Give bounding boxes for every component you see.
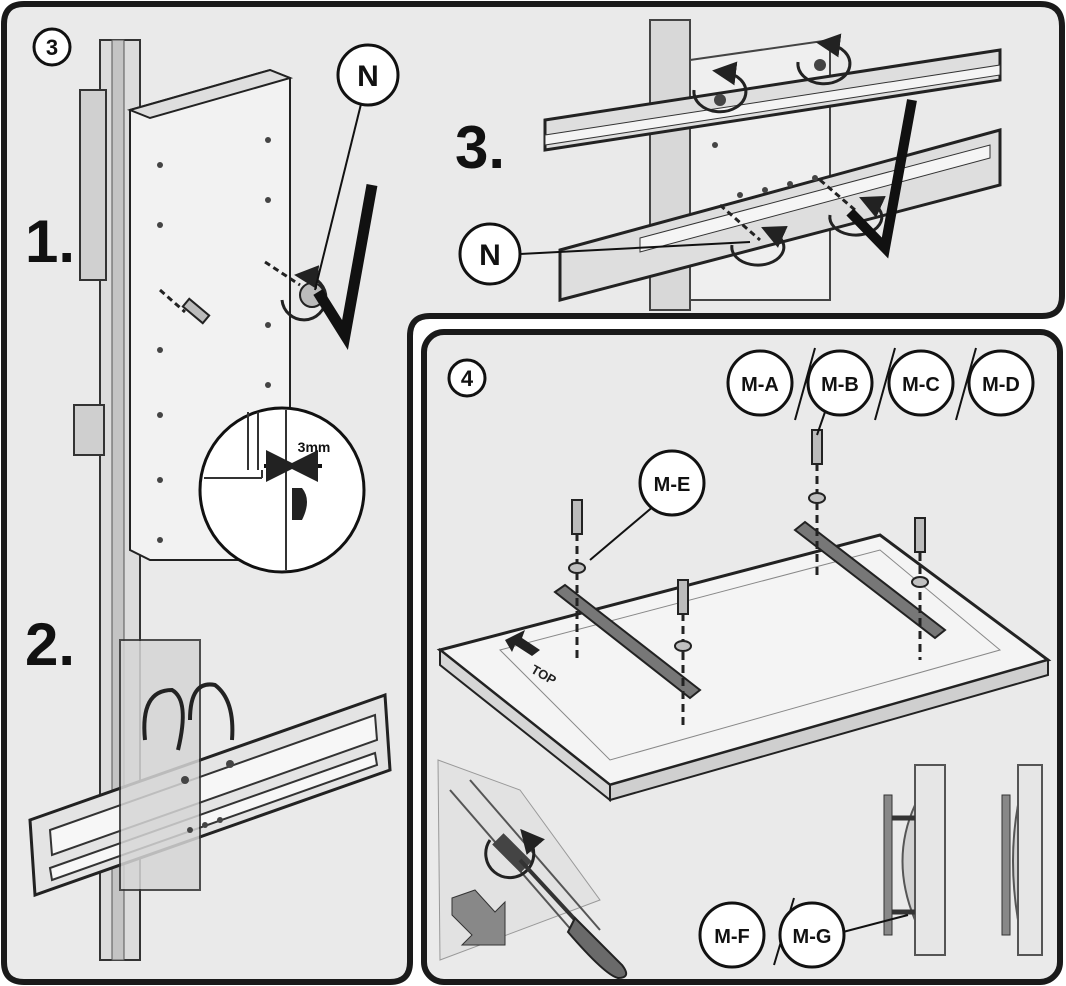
- gap-measurement: 3mm: [298, 439, 331, 455]
- sub-step-3-label: 3.: [455, 114, 505, 181]
- rotate-arrow-icon: [730, 226, 788, 267]
- bolt-label-c: M-C: [902, 374, 940, 396]
- bolt-labels: M-A M-B M-C M-D: [726, 347, 1035, 436]
- allen-key-icon: [313, 184, 378, 350]
- washer-label: M-E: [654, 474, 691, 496]
- step-4-circle: [447, 358, 487, 398]
- tv-bracket-left: [553, 583, 702, 700]
- rotate-arrow-icon: [142, 687, 185, 751]
- rotate-arrow-icon: [188, 682, 235, 741]
- step-3-circle: [32, 27, 72, 67]
- sub-step-2-label: 2.: [25, 611, 75, 678]
- washer-label-badge: [638, 449, 706, 517]
- side-profile-views: [883, 764, 1043, 956]
- direction-arrow-icon: [505, 630, 540, 656]
- part-label-n: N: [357, 60, 379, 93]
- sub-step-3-illustration: N: [458, 19, 1002, 311]
- spacer-label-badge-f: [698, 901, 766, 969]
- spacer-label-g: M-G: [793, 926, 832, 948]
- part-label-n-badge-2: [458, 222, 522, 286]
- part-label-n-badge: [336, 43, 400, 107]
- part-label-n-2: N: [479, 239, 501, 272]
- bolt-label-b: M-B: [821, 374, 859, 396]
- panel-step-4: 4 TOP: [421, 329, 1063, 985]
- gap-detail-view: 3mm: [198, 406, 366, 574]
- screw-left: [159, 288, 211, 325]
- step-3-number: 3: [46, 35, 58, 60]
- bolt-label-badge-b: [806, 349, 874, 417]
- step-4-number: 4: [461, 366, 474, 391]
- spacer-label-f: M-F: [714, 926, 750, 948]
- rotate-arrow-icon: [280, 265, 328, 322]
- sub-step-1-label: 1.: [25, 208, 75, 275]
- bolt-set: [568, 429, 929, 730]
- bolt-label-badge-d: [967, 349, 1035, 417]
- wall-plate: [28, 639, 392, 898]
- bolt-label-d: M-D: [982, 374, 1020, 396]
- rotate-arrow-icon: [484, 828, 545, 880]
- bolt-label-badge-a: [726, 349, 794, 417]
- rotate-arrow-icon: [692, 61, 748, 114]
- screwdriver-icon: [518, 858, 628, 980]
- rotate-arrow-icon: [796, 33, 852, 86]
- allen-key-icon: [846, 99, 917, 259]
- spacer-label-badge-g: [778, 901, 846, 969]
- bolt-label-a: M-A: [741, 374, 779, 396]
- tv-bracket-right: [793, 520, 947, 640]
- direction-arrow-icon: [451, 889, 506, 946]
- bolt-label-badge-c: [887, 349, 955, 417]
- screwdriver-inset: [437, 759, 628, 980]
